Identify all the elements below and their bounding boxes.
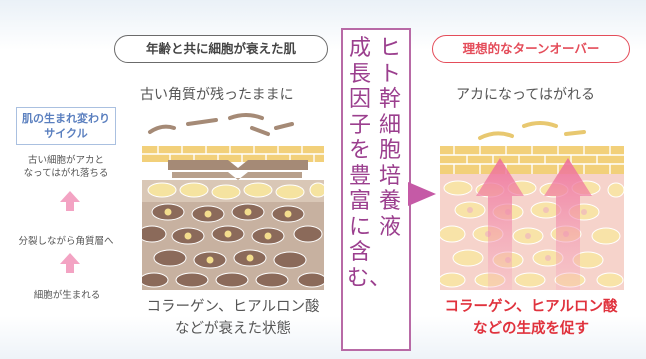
aged-skin-collagen-line1: コラーゲン、ヒアルロン酸 [146, 299, 320, 315]
ideal-skin-collagen-line1: コラーゲン、ヒアルロン酸 [444, 299, 618, 315]
stem-cell-culture-label: ヒト幹細胞培養液 成長因子を豊富に含む、 [341, 28, 411, 351]
aged-skin-layers-illustration [142, 113, 324, 290]
up-arrow-icon [60, 253, 80, 273]
aged-skin-collagen-caption: コラーゲン、ヒアルロン酸 などが衰えた状態 [128, 296, 338, 340]
skin-cycle-title-line1: 肌の生まれ変わり [22, 112, 110, 125]
stem-cell-culture-line1: ヒト幹細胞培養液 [378, 36, 401, 240]
ideal-skin-layers-illustration [440, 121, 624, 290]
cycle-step-shed-line1: 古い細胞がアカと [27, 155, 104, 166]
skin-cycle-title: 肌の生まれ変わり サイクル [16, 107, 116, 145]
up-arrow-icon [60, 191, 80, 211]
aged-skin-caption: 古い角質が残ったままに [140, 87, 294, 103]
skin-cycle-title-line2: サイクル [44, 127, 88, 140]
cycle-step-divide: 分裂しながら角質層へ [18, 236, 114, 247]
cycle-step-born: 細胞が生まれる [33, 290, 101, 301]
ideal-skin-caption: アカになってはがれる [456, 87, 596, 103]
stem-cell-culture-line2: 成長因子を豊富に含む、 [347, 36, 392, 291]
cycle-step-shed: 古い細胞がアカと なってはがれ落ちる [8, 154, 124, 180]
aged-skin-collagen-line2: などが衰えた状態 [175, 321, 291, 337]
ideal-skin-collagen-line2: などの生成を促す [473, 321, 589, 337]
aged-skin-label: 年齢と共に細胞が衰えた肌 [114, 35, 328, 63]
cycle-step-shed-line2: なってはがれ落ちる [23, 168, 109, 179]
ideal-skin-collagen-caption: コラーゲン、ヒアルロン酸 などの生成を促す [420, 296, 642, 340]
ideal-turnover-label: 理想的なターンオーバー [432, 35, 630, 63]
right-arrow-icon [408, 182, 436, 206]
